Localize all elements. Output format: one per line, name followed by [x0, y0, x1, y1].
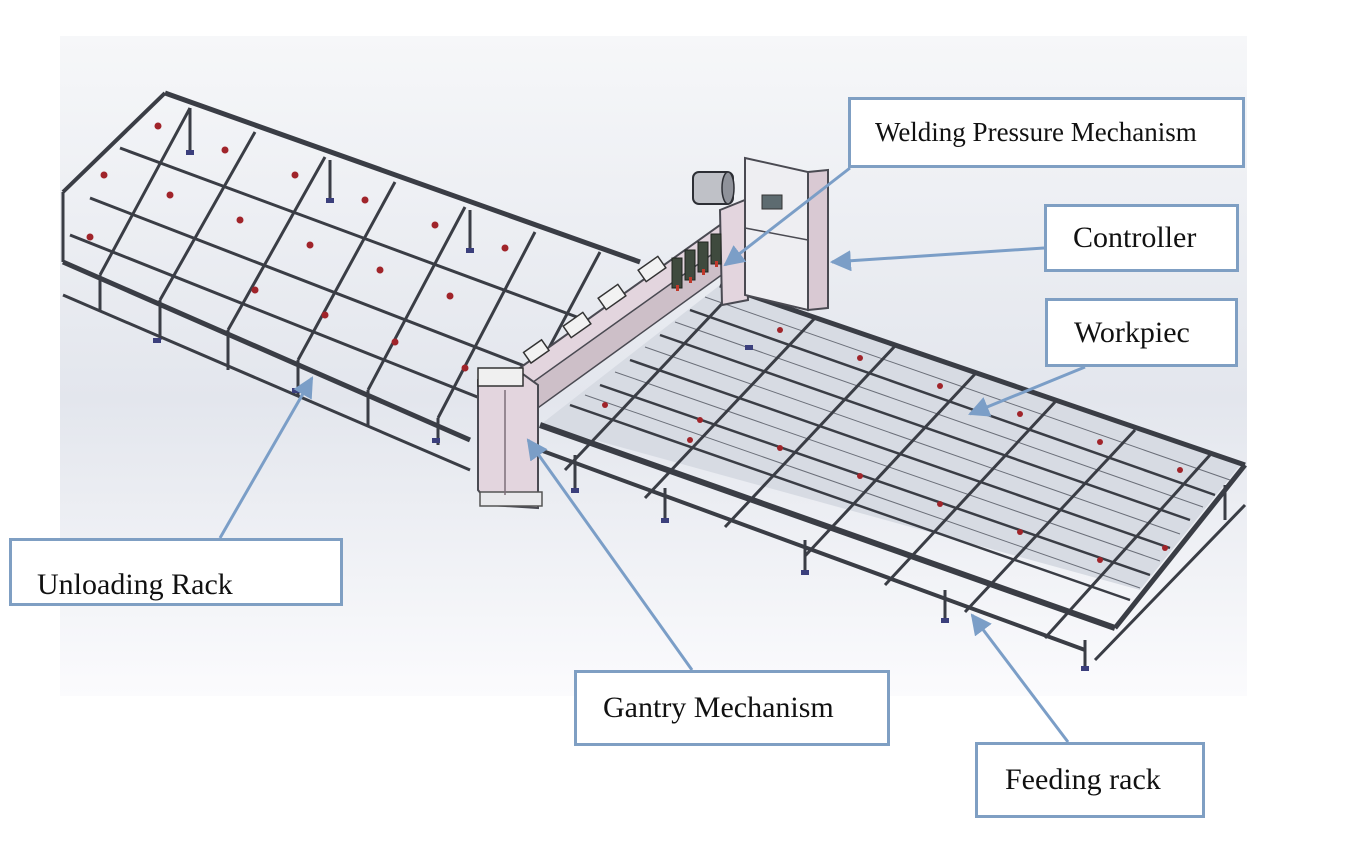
welding-pressure-mechanism	[671, 171, 735, 291]
gantry-mechanism-label: Gantry Mechanism	[574, 670, 890, 746]
welding-pressure-mechanism-label: Welding Pressure Mechanism	[848, 97, 1245, 168]
workpiece-label: Workpiec	[1045, 298, 1238, 367]
feeding-label-text: Feeding rack	[1005, 763, 1161, 796]
arrow-welding	[723, 166, 851, 267]
arrow-gantry	[526, 438, 694, 671]
workpiece-label-text: Workpiec	[1074, 316, 1190, 349]
arrow-controller	[829, 246, 1045, 272]
controller-cabinet	[744, 156, 829, 312]
unloading-rack-clamps	[86, 122, 509, 372]
arrow-workpiece	[968, 365, 1086, 417]
callout-arrows	[218, 166, 1086, 743]
controller-label-text: Controller	[1073, 221, 1197, 254]
feeding-rack-feet	[571, 345, 1089, 671]
feeding-rack-label: Feeding rack	[975, 742, 1205, 818]
feeding-rack	[539, 282, 1247, 668]
unloading-rack-label: Unloading Rack	[9, 538, 343, 606]
gantry-label-text: Gantry Mechanism	[603, 691, 834, 724]
controller-label: Controller	[1044, 204, 1239, 272]
arrow-unloading	[218, 376, 314, 539]
welding-label-text: Welding Pressure Mechanism	[875, 117, 1197, 147]
unloading-label-text: Unloading Rack	[37, 568, 233, 601]
feeding-rack-clamps	[602, 327, 1183, 563]
arrow-feeding	[970, 613, 1070, 743]
